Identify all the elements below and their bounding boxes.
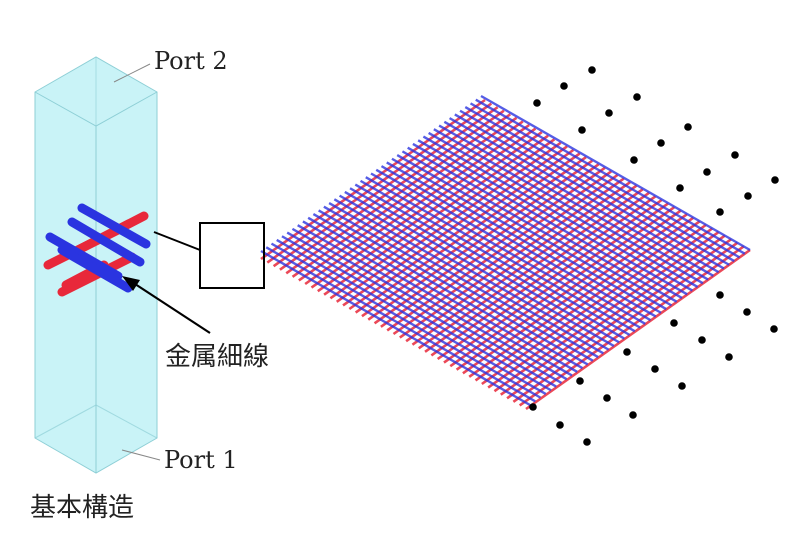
blue-wire xyxy=(57,245,133,293)
blue-wire xyxy=(459,109,730,266)
blue-wire xyxy=(480,94,751,252)
basic-structure-label: 基本構造 xyxy=(30,493,135,523)
zoom-connector xyxy=(153,231,201,251)
dot xyxy=(556,421,564,429)
prism-bottom-back-edge xyxy=(34,404,158,439)
dot xyxy=(716,291,724,299)
blue-wire xyxy=(270,242,542,399)
blue-wire xyxy=(428,131,699,288)
blue-wire xyxy=(312,213,583,370)
blue-wire xyxy=(318,209,589,366)
dot xyxy=(576,377,584,385)
blue-wire xyxy=(281,235,552,392)
port1-leader xyxy=(121,449,161,461)
dot xyxy=(657,139,665,147)
blue-wire xyxy=(333,198,604,355)
dot xyxy=(588,66,596,74)
zoom-inset-box xyxy=(199,222,265,289)
dot xyxy=(630,156,638,164)
blue-wire xyxy=(391,157,662,314)
blue-wire xyxy=(448,117,720,274)
dot xyxy=(560,82,568,90)
blue-wire xyxy=(338,194,610,351)
dot xyxy=(771,176,779,184)
blue-wire xyxy=(412,142,683,300)
dot xyxy=(583,438,591,446)
dot xyxy=(603,394,611,402)
arrow-shaft xyxy=(131,281,211,334)
blue-wire xyxy=(407,146,678,303)
unit-cell-wires xyxy=(43,203,151,297)
dot xyxy=(629,411,637,419)
blue-wire xyxy=(291,227,563,384)
dot xyxy=(684,123,692,131)
blue-wire xyxy=(464,106,735,263)
port2-leader xyxy=(113,63,151,83)
blue-wire xyxy=(45,232,123,281)
blue-wire xyxy=(344,190,615,347)
blue-wire xyxy=(354,183,625,340)
dot xyxy=(651,365,659,373)
metal-wire-label: 金属細線 xyxy=(165,342,270,372)
blue-wire xyxy=(401,150,673,307)
dot xyxy=(670,319,678,327)
blue-wire xyxy=(370,172,641,329)
dot xyxy=(578,126,586,134)
dot xyxy=(725,353,733,361)
blue-wire xyxy=(433,128,704,285)
blue-wire xyxy=(375,168,646,325)
dot xyxy=(633,93,641,101)
blue-wire xyxy=(475,98,746,255)
dot xyxy=(678,382,686,390)
blue-wire xyxy=(302,220,573,377)
blue-wire xyxy=(380,165,652,322)
blue-wire xyxy=(328,201,599,359)
blue-wire xyxy=(443,120,714,277)
blue-wire xyxy=(359,179,631,336)
dot xyxy=(743,308,751,316)
dot xyxy=(623,348,631,356)
blue-wire xyxy=(323,205,594,362)
blue-wire xyxy=(454,113,725,270)
dot xyxy=(744,192,752,200)
dot xyxy=(731,151,739,159)
dot xyxy=(533,99,541,107)
blue-wire xyxy=(77,203,151,249)
dot xyxy=(529,403,537,411)
blue-wire xyxy=(365,176,636,333)
blue-wire xyxy=(422,135,693,292)
annotations xyxy=(113,63,265,461)
blue-wire xyxy=(386,161,657,318)
blue-wire xyxy=(307,216,578,373)
blue-wire xyxy=(67,217,145,267)
blue-wire xyxy=(276,238,547,395)
dot xyxy=(770,325,778,333)
blue-wire xyxy=(265,246,536,403)
wire-mesh-array xyxy=(260,94,751,411)
arrow-head xyxy=(122,276,140,291)
blue-wire xyxy=(417,139,688,296)
blue-wire xyxy=(286,231,557,388)
blue-wire xyxy=(297,224,568,381)
dot xyxy=(716,208,724,216)
dot xyxy=(698,336,706,344)
blue-wire xyxy=(349,187,620,344)
dot xyxy=(605,109,613,117)
red-wire xyxy=(73,211,149,255)
port2-label: Port 2 xyxy=(154,47,228,75)
blue-wire xyxy=(438,124,709,281)
blue-wire xyxy=(260,249,531,407)
dot xyxy=(703,168,711,176)
blue-wire xyxy=(469,102,741,259)
periodic-dots xyxy=(529,66,779,446)
port1-label: Port 1 xyxy=(164,446,238,474)
dot xyxy=(676,184,684,192)
blue-wire xyxy=(396,154,667,311)
